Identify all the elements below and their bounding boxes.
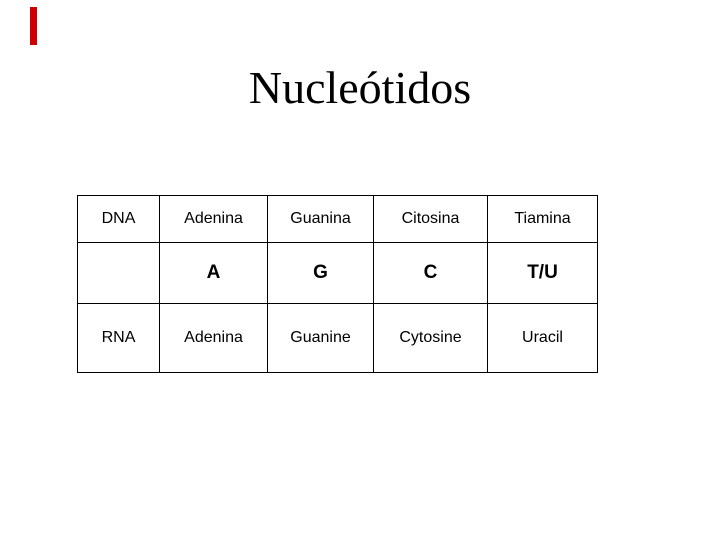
table-cell: Guanina <box>267 195 374 243</box>
table-cell <box>77 242 160 304</box>
red-cursor-accent <box>30 7 37 45</box>
table-cell: RNA <box>77 303 160 373</box>
table-cell: DNA <box>77 195 160 243</box>
table-cell: Citosina <box>373 195 488 243</box>
nucleotides-table: DNA Adenina Guanina Citosina Tiamina A G… <box>77 195 598 373</box>
table-row-abbreviations: A G C T/U <box>77 242 598 304</box>
table-cell: Cytosine <box>373 303 488 373</box>
table-cell: Adenina <box>159 195 268 243</box>
table-row-rna: RNA Adenina Guanine Cytosine Uracil <box>77 303 598 373</box>
table-cell: Guanine <box>267 303 374 373</box>
table-cell: C <box>373 242 488 304</box>
table-cell: T/U <box>487 242 598 304</box>
table-cell: Adenina <box>159 303 268 373</box>
table-cell: A <box>159 242 268 304</box>
table-cell: Tiamina <box>487 195 598 243</box>
slide-title: Nucleótidos <box>248 62 472 113</box>
table-cell: Uracil <box>487 303 598 373</box>
table-row-dna: DNA Adenina Guanina Citosina Tiamina <box>77 195 598 243</box>
table-cell: G <box>267 242 374 304</box>
